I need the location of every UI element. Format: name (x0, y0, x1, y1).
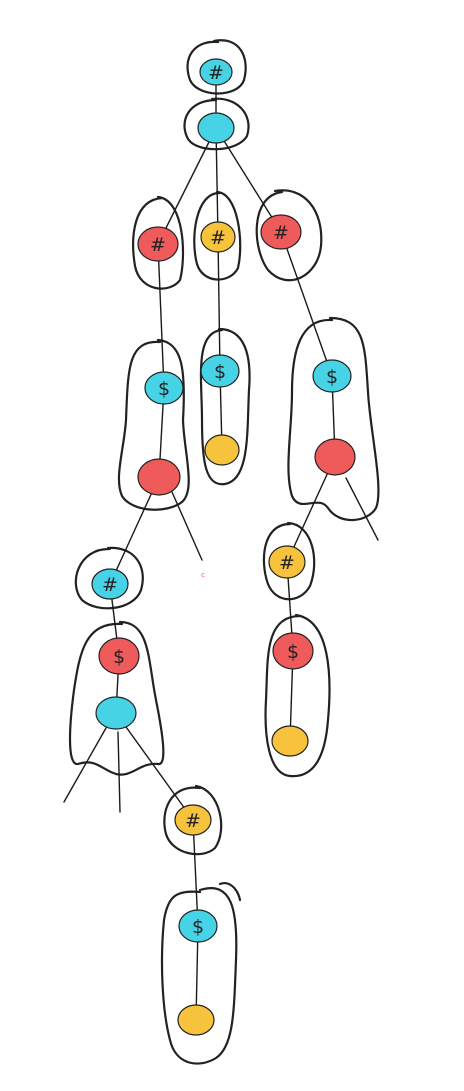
node-circle (312, 359, 352, 393)
node-label: # (279, 552, 295, 574)
tree-edge-n4-n7 (217, 236, 221, 372)
node-label: # (208, 62, 224, 84)
node-circle (91, 568, 129, 600)
node-n17 (271, 725, 309, 757)
node-n8: $ (312, 359, 352, 393)
tree-edges (109, 71, 336, 1021)
tree-nodes: # # # # $ $ $ # # $ $ # $ (91, 58, 356, 1036)
node-n5: # (260, 214, 302, 250)
node-circle (178, 909, 218, 943)
dangling-lines (63, 477, 379, 813)
node-label: $ (158, 378, 170, 400)
tree-edge-n5-n8 (280, 231, 333, 377)
node-label: # (273, 222, 289, 244)
node-n10 (137, 458, 181, 496)
group-outline-left-hash (132, 195, 185, 290)
node-n18: # (174, 804, 212, 836)
node-label: $ (192, 916, 204, 938)
node-n13: # (268, 545, 306, 579)
tree-edge-n2-n4 (215, 127, 219, 238)
node-n1: # (199, 58, 233, 86)
node-n16 (95, 696, 137, 730)
tree-edge-n3-n6 (157, 243, 165, 389)
node-label: # (102, 574, 118, 596)
group-outline-right-lower-chain (264, 613, 331, 778)
group-outline-root (186, 39, 247, 95)
node-circle (95, 696, 137, 730)
node-circle (174, 804, 212, 836)
node-n9 (204, 434, 240, 466)
node-circle (177, 1004, 215, 1036)
dangling-line (345, 477, 379, 541)
group-outline-level1 (183, 97, 250, 151)
node-circle (272, 632, 314, 670)
group-outline-mid-hash (193, 190, 242, 281)
node-label: # (210, 227, 226, 249)
tree-edge-n18-n19 (192, 819, 199, 927)
stray-mark: c (201, 571, 205, 579)
node-n19: $ (178, 909, 218, 943)
node-label: $ (113, 646, 125, 668)
node-circle (199, 58, 233, 86)
node-label: $ (287, 641, 299, 663)
node-circle (260, 214, 302, 250)
group-outline-left-chain (117, 338, 190, 511)
node-label: $ (326, 366, 338, 388)
node-label: # (150, 234, 166, 256)
node-n7: $ (200, 354, 240, 388)
group-outline-bottom-chain-tail (218, 882, 242, 902)
node-circle (98, 637, 140, 675)
group-outline-left-lower-chain (68, 620, 165, 776)
node-label: # (185, 810, 201, 832)
node-circle (200, 354, 240, 388)
node-n3: # (137, 226, 179, 262)
group-outline-bottom-chain (160, 887, 238, 1065)
node-n14: $ (98, 637, 140, 675)
tree-edge-n10-n12 (109, 476, 160, 585)
node-circle (314, 438, 356, 476)
node-circle (137, 226, 179, 262)
node-circle (144, 371, 184, 405)
node-circle (200, 221, 236, 253)
node-circle (204, 434, 240, 466)
node-circle (271, 725, 309, 757)
node-n15: $ (272, 632, 314, 670)
node-n11 (314, 438, 356, 476)
group-outline-bottom-hash (163, 784, 223, 856)
node-n20 (177, 1004, 215, 1036)
node-n12: # (91, 568, 129, 600)
node-circle (268, 545, 306, 579)
tree-edge-n16-n18 (115, 712, 194, 821)
tree-edge-n11-n13 (286, 456, 336, 563)
dangling-line (171, 491, 203, 561)
node-n2 (197, 112, 235, 144)
node-circle (197, 112, 235, 144)
dangling-line (63, 727, 107, 803)
node-n6: $ (144, 371, 184, 405)
tree-edge-n2-n5 (215, 127, 282, 233)
dangling-line (117, 731, 121, 813)
group-outline-left-lower-hash (74, 546, 144, 610)
node-label: $ (214, 361, 226, 383)
hand-drawn-groups (68, 39, 380, 1065)
group-outline-right-chain (287, 316, 380, 522)
group-outline-right-lower-hash (262, 521, 316, 601)
tree-edge-n2-n3 (157, 127, 217, 245)
node-n4: # (200, 221, 236, 253)
node-circle (137, 458, 181, 496)
